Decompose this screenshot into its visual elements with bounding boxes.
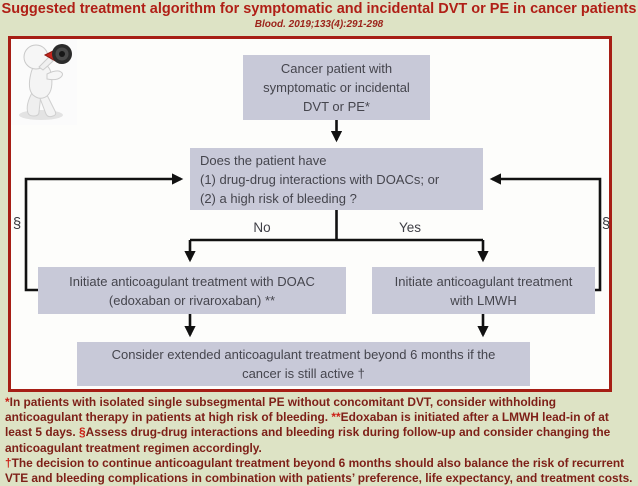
page-title: Suggested treatment algorithm for sympto… bbox=[1, 1, 637, 17]
footnote-text: The decision to continue anticoagulant t… bbox=[5, 455, 633, 486]
node-line: Initiate anticoagulant treatment with DO… bbox=[69, 273, 315, 289]
node-line: with LMWH bbox=[450, 292, 517, 308]
node-line: (edoxaban or rivaroxaban) ** bbox=[108, 292, 276, 308]
footnote-paragraph: *In patients with isolated single subseg… bbox=[5, 395, 634, 456]
edge-label-yes: Yes bbox=[398, 220, 422, 235]
node-decision-ddi-bleeding: Does the patient have (1) drug-drug inte… bbox=[190, 148, 483, 210]
node-line: symptomatic or incidental bbox=[263, 80, 410, 95]
footnote-text: Edoxaban is initiated after a LMWH lead-… bbox=[5, 410, 609, 440]
footnote-text: In patients with isolated single subsegm… bbox=[5, 395, 556, 425]
node-line: Does the patient have bbox=[200, 152, 327, 168]
node-extended-treatment: Consider extended anticoagulant treatmen… bbox=[77, 342, 530, 386]
footnote-marker: § bbox=[79, 425, 86, 440]
node-cancer-patient: Cancer patient with symptomatic or incid… bbox=[243, 55, 430, 120]
footnote-paragraph: †The decision to continue anticoagulant … bbox=[5, 456, 634, 486]
node-treat-doac: Initiate anticoagulant treatment with DO… bbox=[38, 267, 346, 314]
node-line: Initiate anticoagulant treatment bbox=[394, 273, 573, 289]
node-line: cancer is still active † bbox=[242, 366, 365, 381]
footnote-text: Assess drug-drug interactions and bleedi… bbox=[5, 425, 611, 455]
footnote-marker: ** bbox=[331, 410, 341, 425]
footnote-marker: * bbox=[5, 395, 10, 409]
node-treat-lmwh: Initiate anticoagulant treatment with LM… bbox=[372, 267, 595, 314]
citation-reference: Blood. 2019;133(4):291-298 bbox=[254, 19, 384, 30]
node-line: DVT or PE* bbox=[303, 99, 370, 114]
edge-label-no: No bbox=[253, 220, 271, 235]
announcer-megaphone-icon bbox=[11, 39, 77, 125]
node-line: (1) drug-drug interactions with DOACs; o… bbox=[200, 171, 440, 187]
node-line: Consider extended anticoagulant treatmen… bbox=[111, 347, 496, 362]
section-sign-right: § bbox=[601, 215, 611, 232]
node-line: Cancer patient with bbox=[280, 61, 393, 76]
footnote-marker: † bbox=[5, 455, 12, 470]
footnotes: *In patients with isolated single subseg… bbox=[5, 395, 634, 486]
section-sign-left: § bbox=[12, 215, 22, 232]
node-line: (2) a high risk of bleeding ? bbox=[200, 190, 357, 206]
